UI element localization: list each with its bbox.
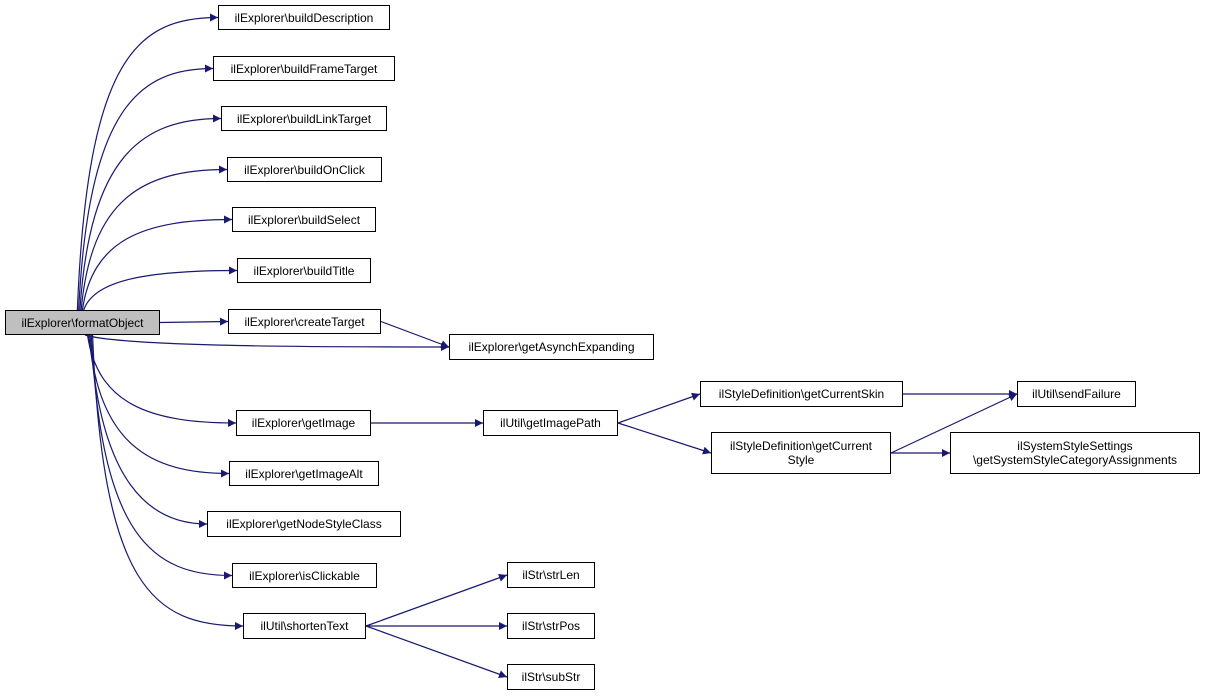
edge-root-to-buildLinkTarget [79,114,222,311]
node-label: ilExplorer\buildOnClick [244,162,365,177]
node-build-title[interactable]: ilExplorer\buildTitle [237,258,371,283]
edge-root-to-createTarget [159,317,229,326]
node-build-select[interactable]: ilExplorer\buildSelect [232,207,376,232]
node-get-image[interactable]: ilExplorer\getImage [236,410,371,436]
node-is-clickable[interactable]: ilExplorer\isClickable [232,563,377,588]
node-label: ilExplorer\createTarget [244,314,365,329]
edge-root-to-getNodeStyleClass [89,334,208,528]
node-label: ilExplorer\buildFrameTarget [230,61,378,76]
node-label: ilSystemStyleSettings\getSystemStyleCate… [972,439,1178,467]
node-get-image-path[interactable]: ilUtil\getImagePath [483,410,618,436]
node-get-image-alt[interactable]: ilExplorer\getImageAlt [229,461,379,486]
edge-root-to-buildDescription [76,13,219,311]
edge-root-to-getImageAlt [88,334,230,478]
edge-root-to-buildTitle [83,266,238,311]
node-build-description[interactable]: ilExplorer\buildDescription [218,5,390,30]
node-get-asynch-expanding[interactable]: ilExplorer\getAsynchExpanding [449,334,654,360]
node-get-node-style-class[interactable]: ilExplorer\getNodeStyleClass [207,511,401,537]
edge-shortenText-to-subStr [365,625,508,679]
node-get-system-style-category-assignments[interactable]: ilSystemStyleSettings\getSystemStyleCate… [950,432,1200,474]
node-get-current-skin[interactable]: ilStyleDefinition\getCurrentSkin [700,381,903,407]
node-label: ilExplorer\formatObject [21,315,144,330]
node-shorten-text[interactable]: ilUtil\shortenText [243,613,366,639]
node-label: ilUtil\shortenText [260,619,349,633]
node-build-frame-target[interactable]: ilExplorer\buildFrameTarget [213,56,395,81]
node-label: ilExplorer\getAsynchExpanding [468,340,635,354]
edge-root-to-getImage [86,334,237,427]
node-send-failure[interactable]: ilUtil\sendFailure [1017,381,1136,407]
node-build-link-target[interactable]: ilExplorer\buildLinkTarget [221,106,387,131]
node-label: ilExplorer\getImage [251,416,356,430]
node-label: ilStr\strLen [522,568,580,582]
edge-root-to-isClickable [90,334,233,580]
node-build-on-click[interactable]: ilExplorer\buildOnClick [227,157,382,182]
node-label: ilExplorer\buildSelect [247,212,361,227]
node-str-pos[interactable]: ilStr\strPos [507,613,595,639]
edge-getImagePath-to-getCurrentSkin [617,392,701,424]
node-label: ilExplorer\isClickable [249,568,360,583]
node-label: ilExplorer\buildTitle [253,263,355,278]
node-label: ilUtil\getImagePath [500,416,601,430]
node-label: ilStr\strPos [521,619,580,633]
edge-shortenText-to-strLen [365,573,508,627]
node-create-target[interactable]: ilExplorer\createTarget [228,309,381,334]
node-label: ilStyleDefinition\getCurrentSkin [718,387,885,401]
edge-root-to-buildFrameTarget [78,64,214,311]
node-label: ilExplorer\buildDescription [234,10,374,25]
edge-getImagePath-to-getCurrentStyle [617,422,712,455]
edge-getCurrentStyle-to-sendFailure [890,393,1018,454]
node-label: ilStr\subStr [521,670,581,684]
edge-createTarget-to-getAsynchExpanding [380,320,450,348]
node-label: ilUtil\sendFailure [1032,387,1121,401]
edge-root-to-buildSelect [81,215,233,311]
node-label: ilExplorer\getImageAlt [245,466,363,481]
node-label: ilExplorer\buildLinkTarget [236,111,372,126]
node-sub-str[interactable]: ilStr\subStr [507,664,595,690]
edge-root-to-shortenText [91,334,244,630]
node-label: ilExplorer\getNodeStyleClass [226,517,382,531]
edge-root-to-getAsynchExpanding [84,334,450,351]
edge-root-to-buildOnClick [80,165,228,311]
node-str-len[interactable]: ilStr\strLen [507,562,595,588]
node-format-object: ilExplorer\formatObject [5,310,160,335]
